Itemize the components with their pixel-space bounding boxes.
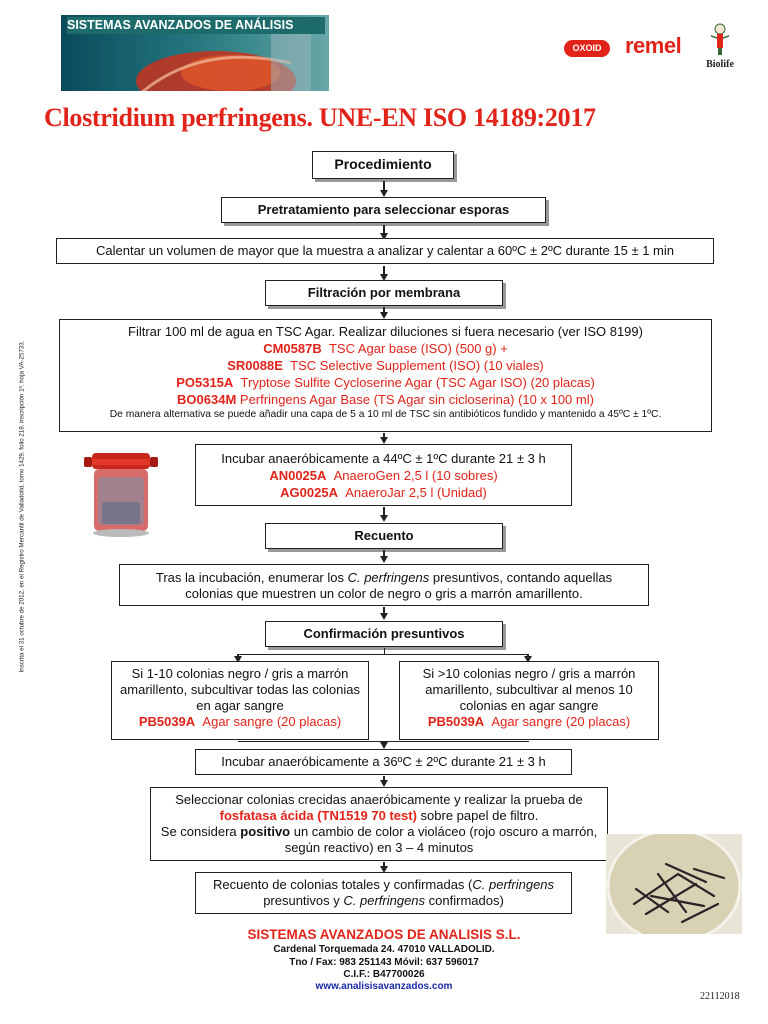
product-line: BO0634M Perfringens Agar Base (TS Agar s…: [60, 391, 711, 408]
step-filtracion: Filtración por membrana: [265, 280, 503, 306]
step-confirmacion: Confirmación presuntivos: [265, 621, 503, 647]
product-name: TSC Agar base (ISO) (500 g) +: [328, 341, 508, 356]
merge-connector: [238, 741, 529, 743]
final-species-2: C. perfringens: [343, 893, 426, 908]
final-species-1: C. perfringens: [472, 877, 555, 892]
footer-address: Cardenal Torquemada 24. 47010 VALLADOLID…: [273, 944, 495, 955]
petri-dish-image: [606, 828, 742, 944]
remel-logo: remel: [625, 33, 682, 58]
product-name: Tryptose Sulfite Cycloserine Agar (TSC A…: [240, 375, 595, 390]
footer-phones: Tno / Fax: 983 251143 Móvil: 637 596017: [289, 957, 479, 968]
product-line: SR0088E TSC Selective Supplement (ISO) (…: [60, 357, 711, 374]
final-pre: Recuento de colonias totales y confirmad…: [212, 877, 473, 892]
product-name: Agar sangre (20 placas): [202, 714, 342, 729]
product-code: PB5039A: [138, 714, 196, 729]
filtrar-text: Filtrar 100 ml de agua en TSC Agar. Real…: [128, 324, 643, 339]
seleccionar-pre: Seleccionar colonias crecidas anaeróbica…: [175, 792, 583, 807]
document-code: 22112018: [700, 991, 740, 1002]
tras-text-pre: Tras la incubación, enumerar los: [155, 570, 348, 585]
registry-side-text: Inscrita el 31 octubre de 2012, en el Re…: [18, 340, 26, 673]
incubar-text: Incubar anaeróbicamente a 44ºC ± 1ºC dur…: [221, 451, 546, 466]
step-recuento: Recuento: [265, 523, 503, 549]
footer-company: SISTEMAS AVANZADOS DE ANALISIS S.L.: [247, 927, 521, 942]
step-recuento-final: Recuento de colonias totales y confirmad…: [195, 872, 572, 914]
product-code: AN0025A: [269, 468, 327, 483]
product-code: PB5039A: [427, 714, 485, 729]
positive-word: positivo: [240, 824, 291, 839]
footer-cif: C.I.F.: B47700026: [343, 969, 425, 980]
phosphatase-test: fosfatasa ácida (TN1519 70 test): [219, 808, 417, 823]
positive-pre: Se considera: [160, 824, 241, 839]
product-name: AnaeroJar 2,5 l (Unidad): [345, 485, 487, 500]
product-code: BO0634M: [177, 392, 237, 407]
filtrar-note: De manera alternativa se puede añadir un…: [109, 409, 662, 420]
positive-post: un cambio de color a violáceo (rojo oscu…: [284, 824, 598, 855]
step-incubar-36: Incubar anaeróbicamente a 36ºC ± 2ºC dur…: [195, 749, 572, 775]
step-calentar: Calentar un volumen de mayor que la mues…: [56, 238, 714, 264]
branch-text: Si >10 colonias negro / gris a marrón am…: [422, 666, 636, 713]
product-name: Perfringens Agar Base (TS Agar sin ciclo…: [239, 392, 594, 407]
step-seleccionar: Seleccionar colonias crecidas anaeróbica…: [150, 787, 608, 861]
banner-photo: [121, 33, 311, 91]
step-incubar-44: Incubar anaeróbicamente a 44ºC ± 1ºC dur…: [195, 444, 572, 506]
step-procedimiento: Procedimiento: [312, 151, 454, 179]
seleccionar-post: sobre papel de filtro.: [416, 808, 539, 823]
branch-connector: [383, 648, 385, 654]
header-banner: SISTEMAS AVANZADOS DE ANÁLISIS: [61, 15, 329, 91]
positive-criteria: Se considera positivo un cambio de color…: [159, 824, 599, 856]
step-pretratamiento: Pretratamiento para seleccionar esporas: [221, 197, 546, 223]
product-name: TSC Selective Supplement (ISO) (10 viale…: [290, 358, 544, 373]
anaerobic-jar-image: [82, 447, 160, 539]
product-line: PB5039A Agar sangre (20 placas): [408, 714, 650, 730]
step-branch-1-10: Si 1-10 colonias negro / gris a marrón a…: [111, 661, 369, 740]
product-name: AnaeroGen 2,5 l (10 sobres): [333, 468, 498, 483]
final-post: confirmados): [425, 893, 504, 908]
product-line: AN0025A AnaeroGen 2,5 l (10 sobres): [196, 467, 571, 484]
product-name: Agar sangre (20 placas): [491, 714, 631, 729]
page-title: Clostridium perfringens. UNE-EN ISO 1418…: [44, 103, 596, 132]
biolife-logo: Biolife: [700, 22, 740, 77]
product-line: PO5315A Tryptose Sulfite Cycloserine Aga…: [60, 374, 711, 391]
product-line: CM0587B TSC Agar base (ISO) (500 g) +: [60, 340, 711, 357]
product-code: CM0587B: [263, 341, 322, 356]
product-code: AG0025A: [280, 485, 338, 500]
branch-connector: [237, 654, 529, 656]
product-code: SR0088E: [227, 358, 283, 373]
product-line: AG0025A AnaeroJar 2,5 l (Unidad): [196, 484, 571, 501]
step-branch-gt-10: Si >10 colonias negro / gris a marrón am…: [399, 661, 659, 740]
seleccionar-text: Seleccionar colonias crecidas anaeróbica…: [159, 792, 599, 824]
oxoid-logo: OXOID: [564, 40, 610, 57]
footer-web-link[interactable]: www.analisisavanzados.com: [315, 981, 453, 992]
product-code: PO5315A: [176, 375, 234, 390]
tras-text-species: C. perfringens: [347, 570, 430, 585]
tras-text-post: presuntivos, contando aquellas colonias …: [185, 570, 613, 601]
step-tras-incubacion: Tras la incubación, enumerar los C. perf…: [119, 564, 649, 606]
branch-text: Si 1-10 colonias negro / gris a marrón a…: [120, 666, 360, 713]
product-line: PB5039A Agar sangre (20 placas): [120, 714, 360, 730]
step-filtrar: Filtrar 100 ml de agua en TSC Agar. Real…: [59, 319, 712, 432]
banner-title: SISTEMAS AVANZADOS DE ANÁLISIS: [67, 17, 325, 34]
final-mid: presuntivos y: [263, 893, 344, 908]
biolife-figure-icon: [710, 23, 730, 55]
